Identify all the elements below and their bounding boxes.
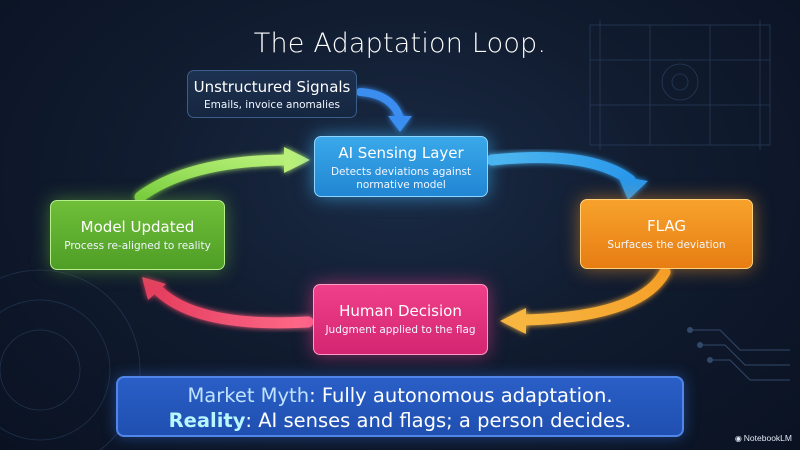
reality-line: Reality: AI senses and flags; a person d…: [118, 408, 682, 433]
notebooklm-icon: ◉: [734, 434, 742, 443]
node-title: AI Sensing Layer: [338, 144, 464, 162]
node-subtitle: Detects deviations against normative mod…: [330, 166, 472, 191]
node-unstructured-signals: Unstructured Signals Emails, invoice ano…: [187, 70, 357, 118]
node-title: FLAG: [647, 217, 686, 235]
myth-line: Market Myth: Fully autonomous adaptation…: [118, 383, 682, 408]
arrow-sensing-to-flag: [486, 152, 648, 200]
node-subtitle: Judgment applied to the flag: [325, 324, 476, 336]
node-subtitle: Surfaces the deviation: [607, 239, 726, 251]
brand-label: NotebookLM: [743, 433, 792, 443]
circuit-decoration: [687, 327, 790, 381]
node-flag: FLAG Surfaces the deviation: [580, 199, 753, 269]
node-subtitle: Emails, invoice anomalies: [204, 99, 340, 111]
arrow-model-to-sensing: [134, 147, 310, 203]
radar-decoration: [0, 269, 141, 450]
myth-text: : Fully autonomous adaptation.: [309, 384, 613, 407]
node-human-decision: Human Decision Judgment applied to the f…: [313, 284, 488, 355]
arrow-flag-to-human: [500, 266, 671, 334]
node-ai-sensing-layer: AI Sensing Layer Detects deviations agai…: [314, 136, 488, 197]
summary-panel: Market Myth: Fully autonomous adaptation…: [116, 376, 684, 437]
brand-watermark: ◉NotebookLM: [735, 433, 792, 443]
reality-text: : AI senses and flags; a person decides.: [245, 409, 632, 432]
node-subtitle: Process re-aligned to reality: [64, 240, 211, 252]
blueprint-decoration: [589, 20, 771, 150]
node-title: Human Decision: [339, 302, 462, 320]
arrow-human-to-model: [142, 277, 314, 329]
myth-label: Market Myth: [187, 384, 310, 407]
node-model-updated: Model Updated Process re-aligned to real…: [50, 200, 225, 270]
reality-label: Reality: [168, 409, 246, 432]
node-title: Unstructured Signals: [193, 78, 351, 96]
diagram-title: The Adaptation Loop.: [253, 28, 547, 59]
arrow-signals-to-sensing: [356, 88, 412, 132]
node-title: Model Updated: [80, 218, 195, 236]
